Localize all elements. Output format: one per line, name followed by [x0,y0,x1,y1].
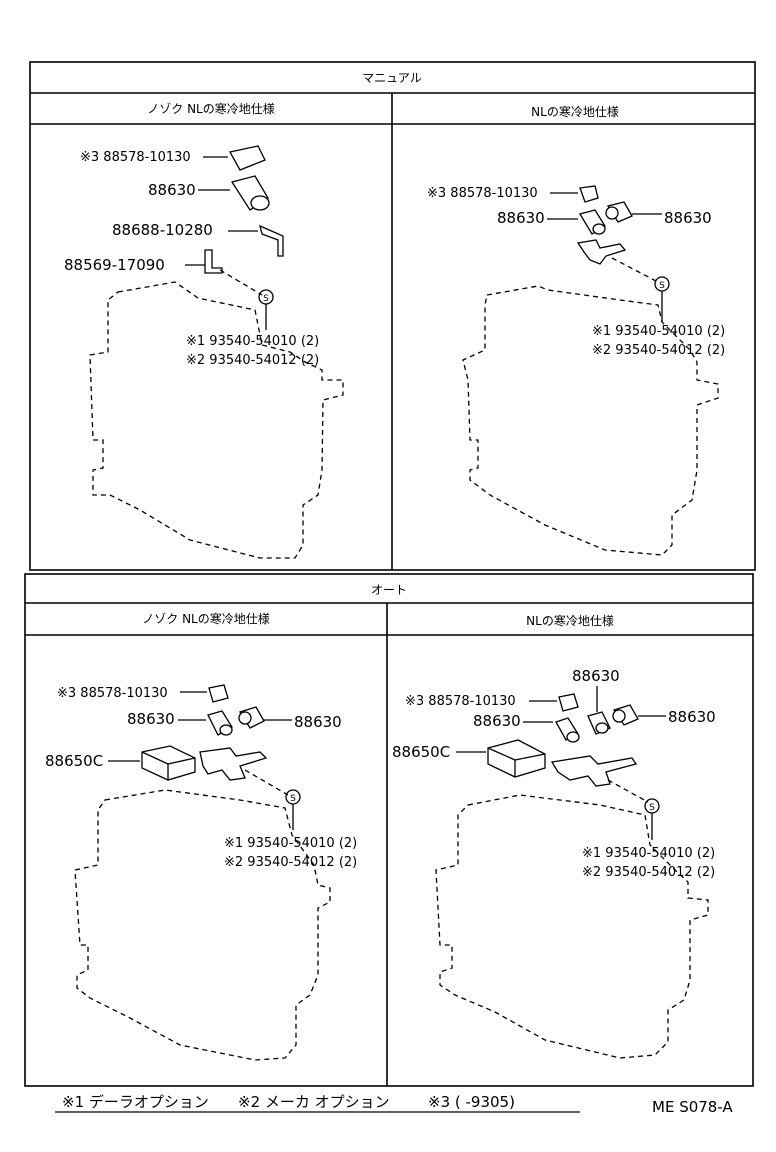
panel-auto-right: 88630 ※3 88578-10130 88630 88630 88650C … [392,667,716,1059]
label-bolt-2: ※2 93540-54012 (2) [224,855,357,870]
part-88688 [259,224,284,257]
label-bolt-1: ※1 93540-54010 (2) [186,334,319,349]
bracket [576,239,627,265]
label-bolt-1: ※1 93540-54010 (2) [592,324,725,339]
bracket [550,755,638,787]
label-88578: ※3 88578-10130 [427,186,538,201]
transmission-outline [74,789,331,1061]
svg-text:S: S [263,294,269,304]
label-88578: ※3 88578-10130 [80,150,191,165]
label-88569: 88569-17090 [64,256,165,274]
part-88578 [579,185,599,203]
label-88630-right: 88630 [664,209,712,227]
label-88650c: 88650C [392,743,450,761]
label-88630-left: 88630 [127,710,175,728]
label-88688: 88688-10280 [112,221,213,239]
manual-right-subheader: NLの寒冷地仕様 [531,104,619,119]
part-88650c [487,739,546,778]
label-88630-right: 88630 [668,708,716,726]
panel-manual-right: ※3 88578-10130 88630 88630 S ※1 93540-54… [427,185,725,556]
label-bolt-2: ※2 93540-54012 (2) [186,353,319,368]
label-88650c: 88650C [45,752,103,770]
label-88630: 88630 [148,181,196,199]
transmission-outline [462,285,719,556]
footnote-2: ※2 メーカ オプション [238,1093,390,1111]
label-88578: ※3 88578-10130 [57,686,168,701]
auto-frame [24,573,754,1087]
footnote-1: ※1 デーラオプション [62,1093,209,1111]
label-88630-top: 88630 [572,667,620,685]
manual-header: マニュアル [362,71,422,85]
label-88578: ※3 88578-10130 [405,694,516,709]
svg-text:S: S [290,794,296,804]
label-bolt-1: ※1 93540-54010 (2) [224,836,357,851]
part-88578 [558,693,579,712]
label-88630-right: 88630 [294,713,342,731]
part-88650c [141,745,196,781]
transmission-outline [435,794,709,1059]
svg-text:S: S [659,281,665,291]
auto-header: オート [371,583,407,597]
part-88578 [229,145,266,171]
footnote-3: ※3 ( -9305) [428,1093,515,1111]
svg-text:S: S [649,803,655,813]
part-88578 [208,684,229,703]
drawing-code: ME S078-A [652,1098,733,1116]
label-bolt-1: ※1 93540-54010 (2) [582,846,715,861]
auto-right-subheader: NLの寒冷地仕様 [526,613,614,628]
transmission-outline [89,281,344,559]
panel-manual-left: ※3 88578-10130 88630 88688-10280 88569-1… [64,145,344,559]
label-88630-left: 88630 [473,712,521,730]
auto-left-subheader: ノゾク NLの寒冷地仕様 [142,611,269,626]
bracket [199,747,268,781]
panel-auto-left: ※3 88578-10130 88630 88630 88650C S ※1 9… [45,684,357,1061]
part-88569 [204,249,223,274]
manual-left-subheader: ノゾク NLの寒冷地仕様 [147,101,274,116]
label-bolt-2: ※2 93540-54012 (2) [592,343,725,358]
label-bolt-2: ※2 93540-54012 (2) [582,865,715,880]
label-88630-left: 88630 [497,209,545,227]
